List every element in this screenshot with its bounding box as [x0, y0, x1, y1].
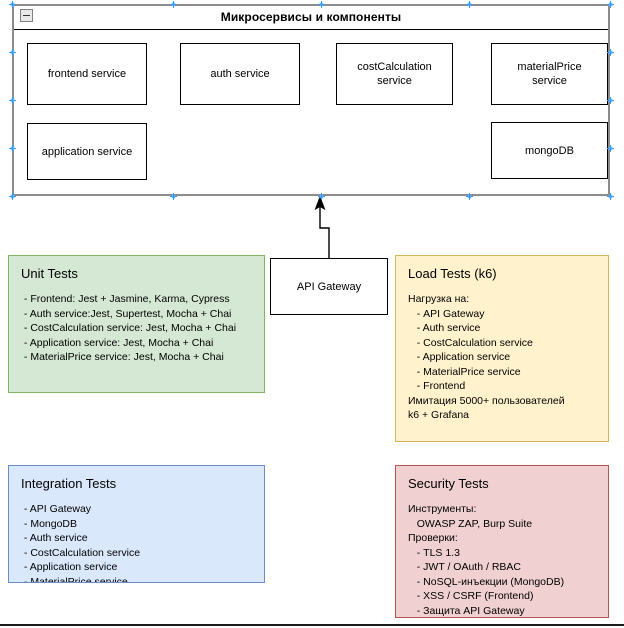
resize-handle[interactable] [8, 96, 16, 104]
resize-handle[interactable] [8, 48, 16, 56]
resize-handle[interactable] [8, 144, 16, 152]
node-application-service[interactable]: application service [27, 123, 147, 180]
node-frontend-service[interactable]: frontend service [27, 43, 147, 105]
node-label: mongoDB [525, 144, 574, 157]
container-title: Микросервисы и компоненты [12, 4, 610, 30]
node-costcalculation-service[interactable]: costCalculation service [336, 43, 453, 105]
minus-icon[interactable] [20, 9, 33, 22]
resize-handle[interactable] [169, 192, 177, 200]
resize-handle[interactable] [606, 96, 614, 104]
node-label: materialPrice service [517, 61, 582, 87]
note-security-tests[interactable]: Security Tests Инструменты: OWASP ZAP, B… [395, 465, 609, 618]
resize-handle[interactable] [465, 0, 473, 8]
node-auth-service[interactable]: auth service [180, 43, 300, 105]
resize-handle[interactable] [465, 192, 473, 200]
note-unit-tests[interactable]: Unit Tests - Frontend: Jest + Jasmine, K… [8, 255, 265, 393]
resize-handle[interactable] [606, 48, 614, 56]
note-integration-tests[interactable]: Integration Tests - API Gateway - MongoD… [8, 465, 265, 583]
note-body: - API Gateway - MongoDB - Auth service -… [23, 503, 141, 583]
resize-handle[interactable] [169, 0, 177, 8]
node-mongodb[interactable]: mongoDB [491, 122, 608, 179]
resize-handle[interactable] [317, 192, 325, 200]
note-title: Integration Tests [21, 476, 117, 491]
resize-handle[interactable] [606, 192, 614, 200]
resize-handle[interactable] [8, 192, 16, 200]
node-materialprice-service[interactable]: materialPrice service [491, 43, 608, 105]
note-title: Unit Tests [21, 266, 78, 281]
node-label: application service [41, 145, 133, 158]
resize-handle[interactable] [317, 0, 325, 8]
node-label: API Gateway [296, 280, 362, 293]
resize-handle[interactable] [606, 144, 614, 152]
note-title: Load Tests (k6) [408, 266, 497, 281]
node-label: auth service [210, 68, 270, 80]
note-load-tests[interactable]: Load Tests (k6) Нагрузка на: - API Gatew… [395, 255, 609, 442]
page-bottom-edge [0, 624, 624, 626]
note-body: - Frontend: Jest + Jasmine, Karma, Cypre… [23, 293, 237, 363]
resize-handle[interactable] [606, 0, 614, 8]
note-title: Security Tests [408, 476, 489, 491]
resize-handle[interactable] [8, 0, 16, 8]
node-api-gateway[interactable]: API Gateway [270, 258, 388, 315]
node-label: frontend service [47, 68, 127, 80]
note-body: Нагрузка на: - API Gateway - Auth servic… [408, 293, 565, 421]
note-body: Инструменты: OWASP ZAP, Burp Suite Прове… [408, 503, 565, 617]
node-label: costCalculation service [357, 61, 432, 87]
